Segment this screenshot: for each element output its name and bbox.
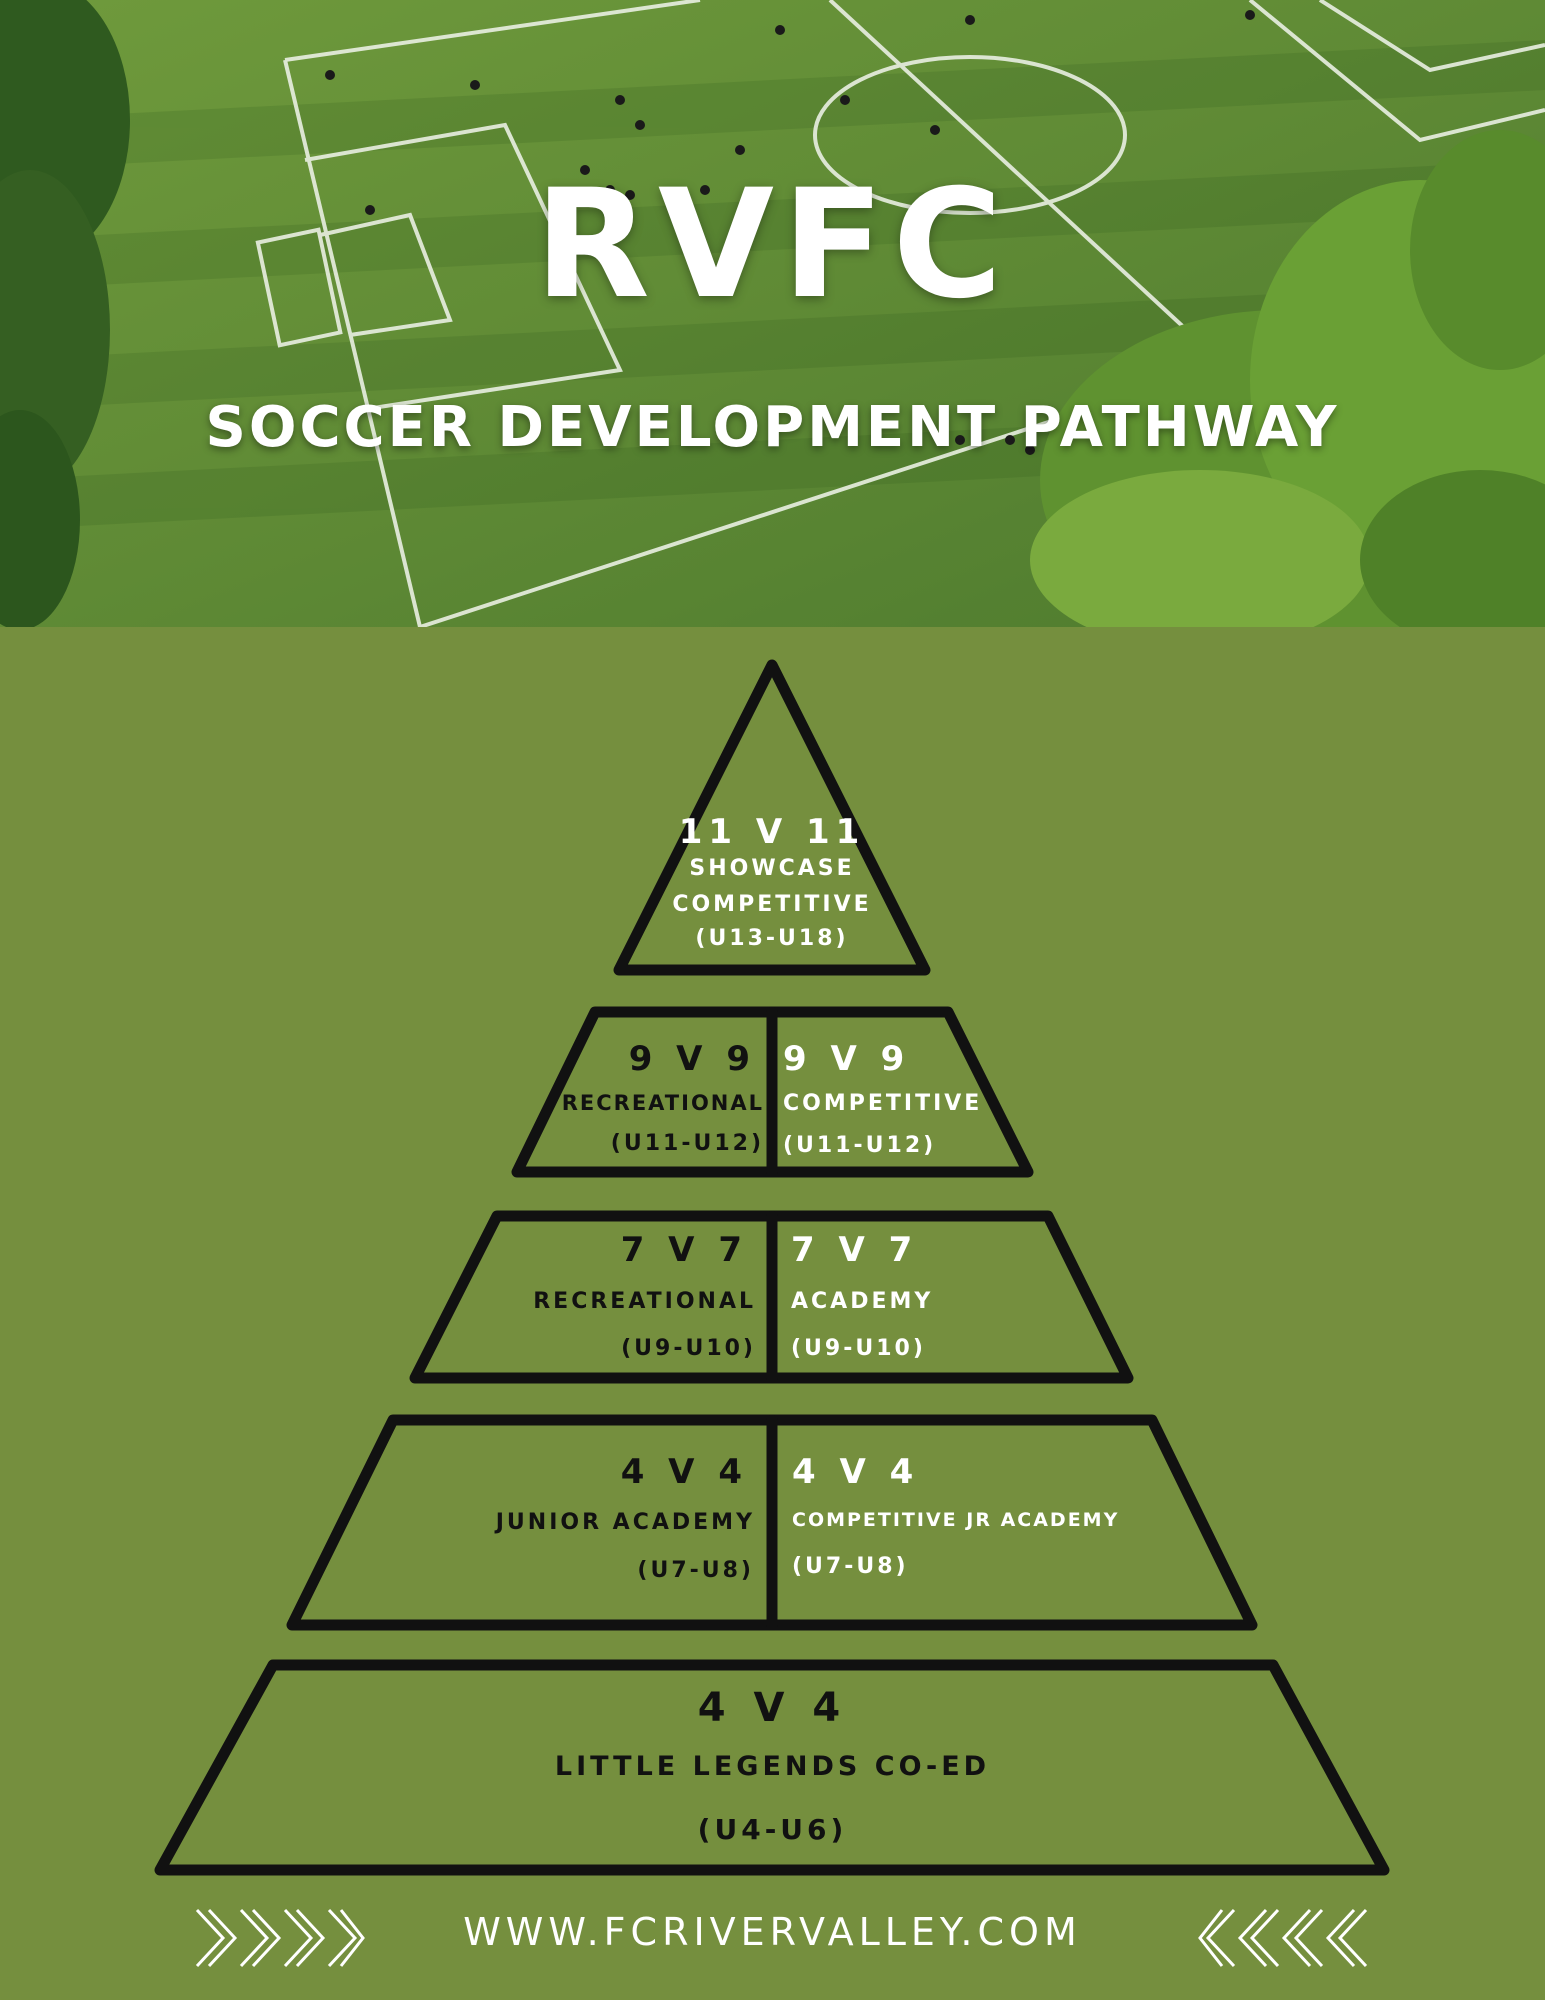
tier-2-left-label: RECREATIONAL xyxy=(561,1091,764,1115)
tier-4-left-label: JUNIOR ACADEMY xyxy=(495,1510,755,1535)
tier-1-shape xyxy=(613,659,931,976)
tier-1-age: (U13-U18) xyxy=(695,926,849,951)
tier-4-left-ratio: 4 V 4 xyxy=(620,1452,748,1492)
tier-1-label-1: SHOWCASE xyxy=(689,856,855,881)
tier-3-right-label: ACADEMY xyxy=(791,1289,934,1314)
tier-2-shape xyxy=(511,1006,1034,1178)
soccer-field-image xyxy=(0,0,1545,627)
tier-5-ratio: 4 V 4 xyxy=(697,1685,848,1731)
tier-5-label: LITTLE LEGENDS CO-ED xyxy=(554,1751,991,1782)
tier-2-left-age: (U11-U12) xyxy=(610,1131,764,1156)
tier-2-right-ratio: 9 V 9 xyxy=(783,1039,911,1079)
tier-3-left-age: (U9-U10) xyxy=(621,1336,756,1361)
tier-4-right-label: COMPETITIVE JR ACADEMY xyxy=(792,1509,1120,1531)
tier-4-shape xyxy=(286,1414,1258,1631)
hero-subtitle: SOCCER DEVELOPMENT PATHWAY xyxy=(205,395,1340,460)
tier-2-right-age: (U11-U12) xyxy=(783,1133,937,1158)
tier-3-shape xyxy=(409,1210,1134,1384)
tier-4-right-ratio: 4 V 4 xyxy=(792,1452,920,1492)
hero-title: RVFC xyxy=(534,158,1011,332)
chevrons-right-icon xyxy=(195,1908,365,1968)
pathway-pyramid xyxy=(154,659,1390,1876)
tier-3-left-ratio: 7 V 7 xyxy=(620,1230,748,1270)
tier-3-right-ratio: 7 V 7 xyxy=(791,1230,919,1270)
hero-photo: RVFC SOCCER DEVELOPMENT PATHWAY xyxy=(0,0,1545,627)
tier-3-right-age: (U9-U10) xyxy=(791,1336,926,1361)
tier-4-right-age: (U7-U8) xyxy=(792,1554,909,1579)
tier-2-left-ratio: 9 V 9 xyxy=(628,1039,756,1079)
tier-3-left-label: RECREATIONAL xyxy=(533,1289,756,1314)
tier-1-label-2: COMPETITIVE xyxy=(672,892,872,917)
tier-5-age: (U4-U6) xyxy=(697,1813,848,1846)
tier-5-shape xyxy=(154,1659,1390,1876)
tier-1-ratio: 11 V 11 xyxy=(678,812,866,852)
website-link[interactable]: WWW.FCRIVERVALLEY.COM xyxy=(463,1910,1082,1954)
tier-4-left-age: (U7-U8) xyxy=(637,1558,754,1583)
chevrons-left-icon xyxy=(1198,1908,1368,1968)
tier-2-right-label: COMPETITIVE xyxy=(783,1091,983,1116)
